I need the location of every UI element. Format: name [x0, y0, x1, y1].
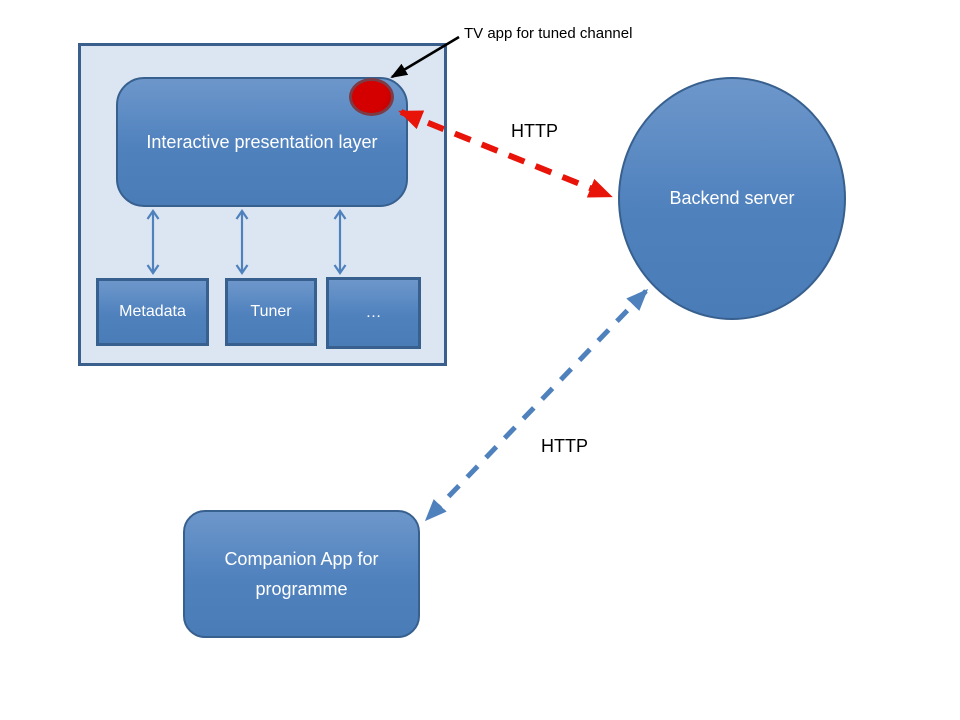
tuner-module-label: Tuner: [250, 303, 292, 320]
http-arrow-backend-companion: [424, 288, 649, 522]
metadata-module-label: Metadata: [119, 303, 186, 320]
http-label-bottom: HTTP: [541, 436, 588, 456]
other-modules-label: …: [365, 304, 382, 321]
companion-app-box: Companion App for programme: [183, 510, 420, 638]
backend-server-label: Backend server: [669, 188, 795, 208]
tv-app-annotation-text: TV app for tuned channel: [464, 25, 633, 42]
tuner-module-box: Tuner: [225, 278, 317, 346]
companion-app-label: Companion App for programme: [224, 549, 379, 599]
other-modules-box: …: [326, 277, 421, 349]
tv-app-indicator-ellipse: [349, 78, 394, 116]
http-label-top: HTTP: [511, 121, 558, 141]
backend-server-circle: Backend server: [618, 77, 846, 320]
interactive-presentation-layer-label: Interactive presentation layer: [146, 131, 378, 152]
metadata-module-box: Metadata: [96, 278, 209, 346]
